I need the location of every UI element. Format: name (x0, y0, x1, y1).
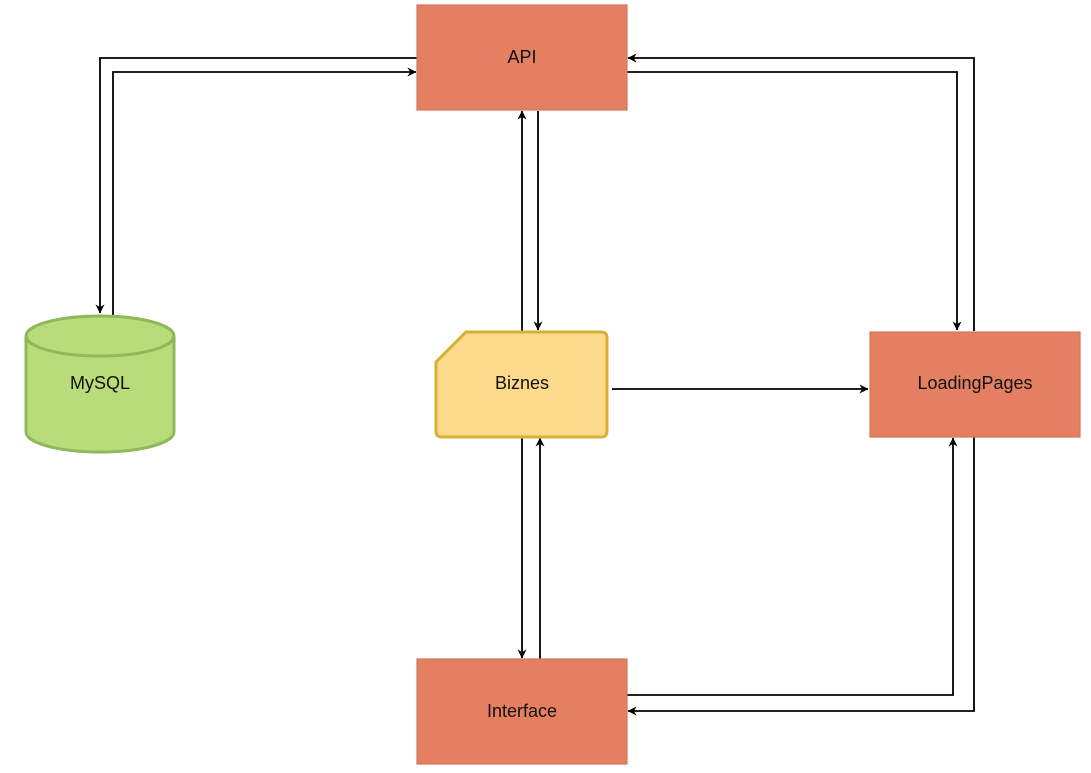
edges (95, 53, 975, 716)
biznes-card (434, 330, 609, 439)
node-mysql[interactable]: MySQL (24, 314, 176, 454)
api-label: API (507, 47, 536, 67)
edge-loading-pages-to-interface (627, 437, 975, 716)
edge-loading-pages-to-api (627, 53, 975, 331)
mysql-cylinder-top (24, 314, 176, 358)
biznes-label: Biznes (495, 373, 549, 393)
edge-interface-to-loading-pages (627, 437, 958, 696)
loading-pages-label: LoadingPages (917, 373, 1032, 393)
node-loading-pages[interactable]: LoadingPages (869, 331, 1081, 438)
loading-pages-box (869, 331, 1081, 438)
node-biznes[interactable]: Biznes (434, 330, 609, 439)
edge-api-to-mysql (95, 57, 417, 314)
node-api[interactable]: API (416, 4, 628, 111)
node-interface[interactable]: Interface (416, 658, 628, 765)
edge-mysql-to-api (112, 67, 417, 315)
edge-api-to-loading-pages (627, 71, 962, 331)
api-box (416, 4, 628, 111)
mysql-cylinder-body (24, 336, 176, 454)
mysql-label: MySQL (70, 373, 130, 393)
interface-label: Interface (487, 701, 557, 721)
interface-box (416, 658, 628, 765)
